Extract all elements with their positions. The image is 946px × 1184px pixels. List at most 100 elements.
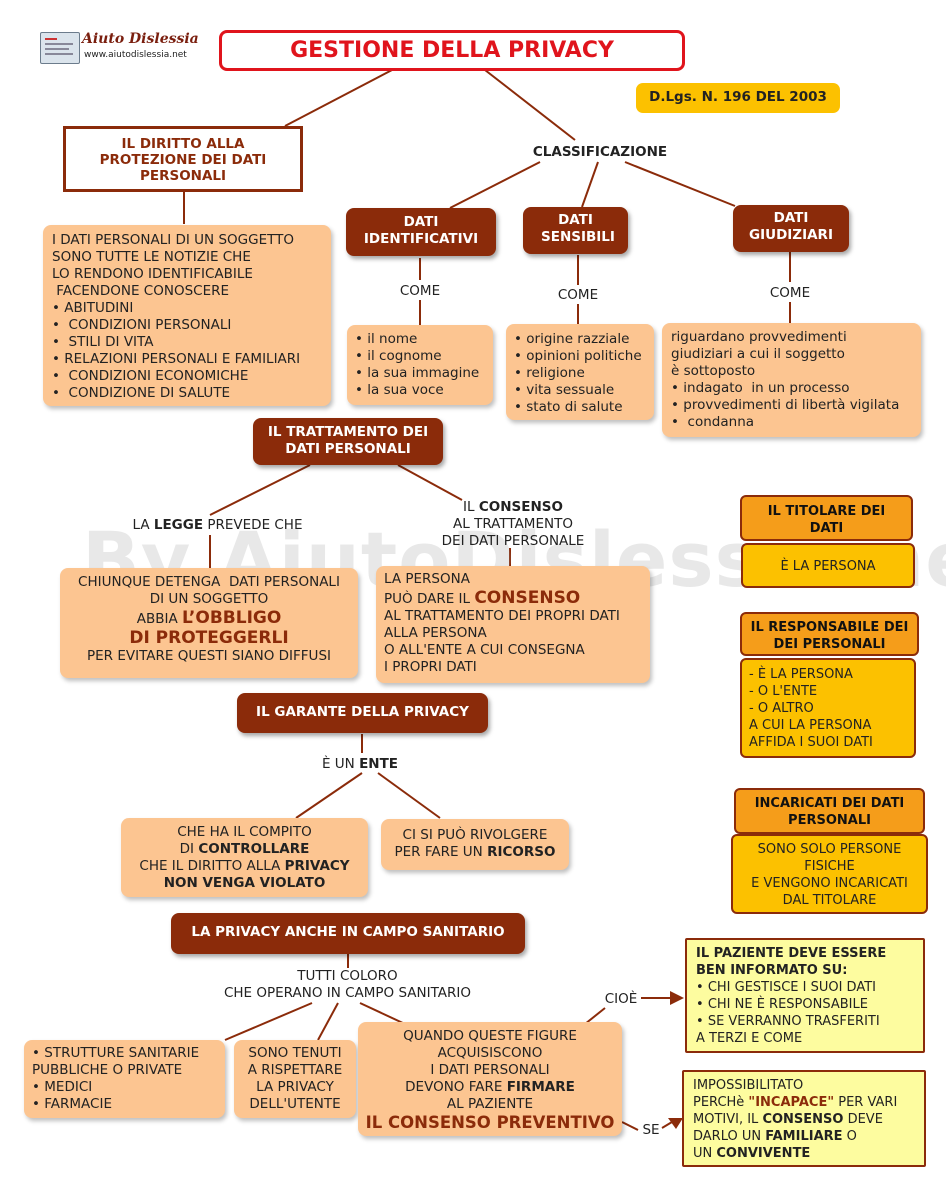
strutture-line3-text: MEDICI bbox=[44, 1079, 93, 1095]
list-item: SE VERRANNO TRASFERITI bbox=[696, 1013, 914, 1030]
responsabile-title: IL RESPONSABILE DEI DEI PERSONALI bbox=[750, 620, 909, 652]
dati-sensibili-list-box: origine razziale opinioni politiche reli… bbox=[506, 324, 654, 420]
titolare-title: IL TITOLARE DEI DATI bbox=[767, 504, 886, 536]
consenso-line2-pre: PUÒ DARE IL bbox=[384, 591, 475, 607]
cioe-label: CIOÈ bbox=[604, 991, 638, 1007]
incaricati-body-box: SONO SOLO PERSONE FISICHE E VENGONO INCA… bbox=[731, 834, 928, 914]
responsabile-line4: A CUI LA PERSONA bbox=[749, 718, 872, 733]
garante-box: IL GARANTE DELLA PRIVACY bbox=[237, 693, 488, 733]
ente-label-pre: È UN bbox=[321, 756, 360, 772]
list-item: CONDIZIONE DI SALUTE bbox=[52, 385, 322, 402]
dati-giudiziari-box: DATI GIUDIZIARI bbox=[733, 205, 849, 252]
tenuti-line4: DELL'UTENTE bbox=[249, 1096, 341, 1112]
consenso-preventivo: IL CONSENSO PREVENTIVO bbox=[365, 1113, 615, 1132]
firmare-line5: AL PAZIENTE bbox=[446, 1096, 534, 1112]
incapace-line4-post: O bbox=[842, 1129, 857, 1144]
incapace-line2-pre: PERCHè bbox=[693, 1095, 749, 1110]
titolare-body-box: È LA PERSONA bbox=[741, 543, 915, 588]
controllare-line3-bold: PRIVACY bbox=[284, 858, 350, 874]
list-item: RELAZIONI PERSONALI E FAMILIARI bbox=[52, 351, 322, 368]
tenuti-box: SONO TENUTI A RISPETTARE LA PRIVACY DELL… bbox=[234, 1040, 356, 1118]
list-item: provvedimenti di libertà vigilata bbox=[671, 397, 912, 414]
incapace-line1: IMPOSSIBILITATO bbox=[693, 1078, 804, 1093]
incapace-line2-red: "INCAPACE" bbox=[748, 1095, 835, 1110]
ente-label-bold: ENTE bbox=[359, 756, 399, 772]
obbligo-line1: CHIUNQUE DETENGA DATI PERSONALI bbox=[78, 574, 340, 590]
incapace-line3-post: DEVE bbox=[843, 1112, 883, 1127]
dati-identificativi-title: DATI IDENTIFICATIVI bbox=[363, 214, 479, 247]
obbligo-line4: DI PROTEGGERLI bbox=[129, 628, 289, 648]
list-item: la sua immagine bbox=[355, 365, 485, 382]
list-item: CONDIZIONI ECONOMICHE bbox=[52, 368, 322, 385]
incaricati-line3: E VENGONO INCARICATI bbox=[751, 876, 908, 891]
dati-sensibili-list: origine razziale opinioni politiche reli… bbox=[514, 331, 646, 416]
dati-giudiziari-title: DATI GIUDIZIARI bbox=[749, 210, 833, 243]
book-logo-icon bbox=[40, 32, 80, 64]
giudiziari-intro-1: riguardano provvedimenti bbox=[671, 329, 847, 345]
diritto-title-box: IL DIRITTO ALLA PROTEZIONE DEI DATI PERS… bbox=[63, 126, 303, 192]
diritto-intro-4: FACENDONE CONOSCERE bbox=[52, 283, 230, 299]
informato-list: CHI GESTISCE I SUOI DATI CHI NE È RESPON… bbox=[696, 979, 914, 1030]
responsabile-line1: - È LA PERSONA bbox=[749, 667, 853, 682]
list-item: CHI NE È RESPONSABILE bbox=[696, 996, 914, 1013]
dati-identificativi-list: il nome il cognome la sua immagine la su… bbox=[355, 331, 485, 399]
informato-box: IL PAZIENTE DEVE ESSERE BEN INFORMATO SU… bbox=[685, 938, 925, 1053]
controllare-line3-pre: CHE IL DIRITTO ALLA bbox=[139, 858, 285, 874]
come-label-giudiziari: COME bbox=[769, 285, 811, 301]
logo[interactable]: Aiuto Dislessia www.aiutodislessia.net bbox=[40, 30, 200, 66]
firmare-line2: ACQUISISCONO bbox=[437, 1045, 543, 1061]
list-item: STILI DI VITA bbox=[52, 334, 322, 351]
bullet-icon: • bbox=[32, 1096, 45, 1112]
firmare-line1: QUANDO QUESTE FIGURE bbox=[403, 1028, 577, 1044]
incaricati-title: INCARICATI DEI DATI PERSONALI bbox=[754, 796, 905, 828]
list-item: opinioni politiche bbox=[514, 348, 646, 365]
tenuti-line1: SONO TENUTI bbox=[248, 1045, 342, 1061]
obbligo-line2: DI UN SOGGETTO bbox=[149, 591, 269, 607]
responsabile-title-box: IL RESPONSABILE DEI DEI PERSONALI bbox=[740, 612, 919, 656]
firmare-line4-pre: DEVONO FARE bbox=[405, 1079, 507, 1095]
tenuti-line3: LA PRIVACY bbox=[256, 1079, 334, 1095]
list-item: origine razziale bbox=[514, 331, 646, 348]
list-item: il nome bbox=[355, 331, 485, 348]
consenso-line3: AL TRATTAMENTO DEI PROPRI DATI bbox=[384, 608, 620, 624]
trattamento-title: IL TRATTAMENTO DEI DATI PERSONALI bbox=[267, 424, 429, 457]
ricorso-line2-pre: PER FARE UN bbox=[394, 844, 488, 860]
bullet-icon: • bbox=[32, 1045, 45, 1061]
ricorso-line2-bold: RICORSO bbox=[487, 844, 556, 860]
list-item: la sua voce bbox=[355, 382, 485, 399]
operatori-label-1: TUTTI COLORO bbox=[297, 968, 398, 984]
dati-identificativi-list-box: il nome il cognome la sua immagine la su… bbox=[347, 325, 493, 405]
diritto-list: ABITUDINI CONDIZIONI PERSONALI STILI DI … bbox=[52, 300, 322, 402]
consenso-line6: I PROPRI DATI bbox=[384, 659, 477, 675]
incaricati-title-box: INCARICATI DEI DATI PERSONALI bbox=[734, 788, 925, 834]
incapace-line4-bold: FAMILIARE bbox=[765, 1129, 843, 1144]
diritto-definition-box: I DATI PERSONALI DI UN SOGGETTO SONO TUT… bbox=[43, 225, 331, 406]
operatori-label: TUTTI COLORO CHE OPERANO IN CAMPO SANITA… bbox=[195, 968, 500, 1002]
strutture-line4-text: FARMACIE bbox=[44, 1096, 112, 1112]
incaricati-line2: FISICHE bbox=[804, 859, 855, 874]
giudiziari-intro-2: giudiziari a cui il soggetto bbox=[671, 346, 845, 362]
informato-title-1: IL PAZIENTE DEVE ESSERE bbox=[696, 946, 887, 961]
consenso-label: IL CONSENSO AL TRATTAMENTO DEI DATI PERS… bbox=[418, 499, 608, 550]
strutture-line1-text: STRUTTURE SANITARIE bbox=[44, 1045, 200, 1061]
responsabile-line2: - O L'ENTE bbox=[749, 684, 818, 699]
obbligo-line3-pre: ABBIA bbox=[136, 611, 182, 627]
strutture-line3: • MEDICI bbox=[32, 1079, 217, 1096]
se-label: SE bbox=[642, 1122, 660, 1138]
incapace-line3-bold: CONSENSO bbox=[762, 1112, 844, 1127]
bullet-icon: • bbox=[32, 1079, 45, 1095]
firmare-line4-bold: FIRMARE bbox=[506, 1079, 575, 1095]
consenso-line4: ALLA PERSONA bbox=[384, 625, 487, 641]
list-item: CHI GESTISCE I SUOI DATI bbox=[696, 979, 914, 996]
titolare-body: È LA PERSONA bbox=[780, 559, 876, 574]
law-reference: D.Lgs. N. 196 DEL 2003 bbox=[636, 83, 840, 113]
controllare-line2-pre: DI bbox=[179, 841, 199, 857]
strutture-box: • STRUTTURE SANITARIE PUBBLICHE O PRIVAT… bbox=[24, 1040, 225, 1118]
firmare-box: QUANDO QUESTE FIGURE ACQUISISCONO I DATI… bbox=[358, 1022, 622, 1136]
controllare-line2-bold: CONTROLLARE bbox=[198, 841, 310, 857]
incapace-line3-pre: MOTIVI, IL bbox=[693, 1112, 763, 1127]
incapace-line4-pre: DARLO UN bbox=[693, 1129, 766, 1144]
ente-label: È UN ENTE bbox=[300, 756, 420, 773]
list-item: CONDIZIONI PERSONALI bbox=[52, 317, 322, 334]
obbligo-line5: PER EVITARE QUESTI SIANO DIFFUSI bbox=[87, 648, 331, 664]
